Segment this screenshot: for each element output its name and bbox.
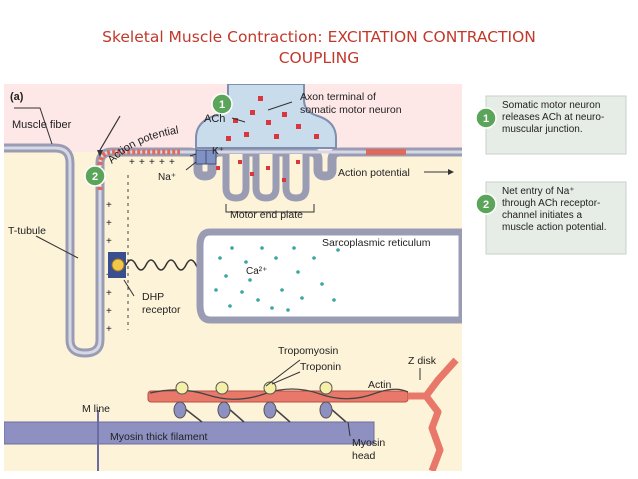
- svg-text:+: +: [159, 157, 165, 168]
- step-1-line-3: muscular junction.: [502, 124, 583, 135]
- ach-vesicles: [216, 96, 319, 182]
- svg-text:+: +: [106, 324, 112, 335]
- label-na: Na⁺: [158, 172, 176, 183]
- sarcoplasmic-reticulum: [196, 228, 462, 324]
- svg-text:+: +: [106, 236, 112, 247]
- svg-text:+: +: [106, 218, 112, 229]
- step-2-line-3: channel initiates a: [502, 210, 583, 221]
- action-potential-segment-right: [366, 149, 406, 155]
- step-2-number: 2: [483, 199, 489, 211]
- step-1-text: Somatic motor neuron releases ACh at neu…: [502, 100, 604, 136]
- diagram-step-2-number: 2: [92, 171, 98, 183]
- step-2-line-1: Net entry of Na⁺: [502, 186, 575, 197]
- calcium-ions: [214, 246, 340, 312]
- step-1-line-1: Somatic motor neuron: [502, 100, 601, 111]
- ryanodine-link-coil: [125, 259, 208, 271]
- panel-label: (a): [10, 91, 24, 103]
- myosin-thick-filament: [4, 421, 375, 445]
- step-box-1: 1: [475, 95, 627, 155]
- svg-text:+: +: [129, 157, 135, 168]
- label-myosin-thick-filament: Myosin thick filament: [110, 431, 208, 443]
- step-2-text: Net entry of Na⁺ through ACh receptor- c…: [502, 186, 607, 234]
- label-dhp-line-2: receptor: [142, 304, 181, 316]
- svg-text:+: +: [169, 157, 175, 168]
- tropomyosin-strand: [149, 388, 409, 400]
- svg-text:+: +: [106, 200, 112, 211]
- label-troponin: Troponin: [300, 361, 341, 373]
- label-ach: ACh: [204, 113, 225, 125]
- label-z-disk: Z disk: [408, 355, 437, 367]
- slide-title-line-1: Skeletal Muscle Contraction: EXCITATION …: [102, 28, 536, 46]
- step-2-line-4: muscle action potential.: [502, 222, 607, 233]
- label-t-tubule: T-tubule: [8, 225, 46, 237]
- label-action-potential: Action potential: [338, 167, 410, 179]
- z-disk: [408, 357, 459, 471]
- label-muscle-fiber: Muscle fiber: [12, 119, 72, 131]
- svg-text:+: +: [106, 288, 112, 299]
- label-sarcoplasmic-reticulum: Sarcoplasmic reticulum: [322, 237, 431, 249]
- label-tropomyosin: Tropomyosin: [278, 345, 338, 357]
- label-k: K⁺: [212, 146, 224, 157]
- dhp-receptor-charge: [111, 258, 125, 272]
- motor-end-plate-folds: [222, 154, 310, 202]
- svg-text:+: +: [139, 157, 145, 168]
- ach-receptor-channel: [195, 149, 217, 165]
- label-dhp-line-1: DHP: [142, 291, 164, 303]
- label-actin: Actin: [368, 379, 392, 391]
- label-m-line: M line: [82, 403, 110, 415]
- label-myosin-head-line-2: head: [352, 450, 376, 462]
- label-axon-terminal-line-1: Axon terminal of: [300, 91, 376, 103]
- action-potential-segment: [97, 149, 180, 190]
- actin-thin-filament: [147, 390, 409, 403]
- label-motor-end-plate: Motor end plate: [230, 209, 303, 221]
- action-potential-arrowhead-left: [97, 150, 103, 157]
- step-2-line-2: through ACh receptor-: [502, 198, 601, 209]
- svg-text:+: +: [149, 157, 155, 168]
- slide-title-line-2: COUPLING: [278, 49, 360, 67]
- step-1-number: 1: [483, 113, 489, 125]
- troponin-and-myosin-heads: [173, 381, 347, 423]
- diagram-step-1-number: 1: [219, 99, 225, 111]
- label-myosin-head-line-1: Myosin: [352, 437, 385, 449]
- diagram-step-2-badge: 2: [84, 165, 106, 187]
- label-calcium: Ca²⁺: [246, 266, 267, 277]
- label-axon-terminal-line-2: somatic motor neuron: [300, 104, 402, 116]
- action-potential-arrowhead: [448, 169, 454, 175]
- diagram-step-1-badge: 1: [211, 93, 233, 115]
- step-box-2: 2: [475, 181, 627, 255]
- svg-text:+: +: [106, 306, 112, 317]
- leader-lines: [14, 101, 448, 437]
- step-1-line-2: releases ACh at neuro-: [502, 112, 605, 123]
